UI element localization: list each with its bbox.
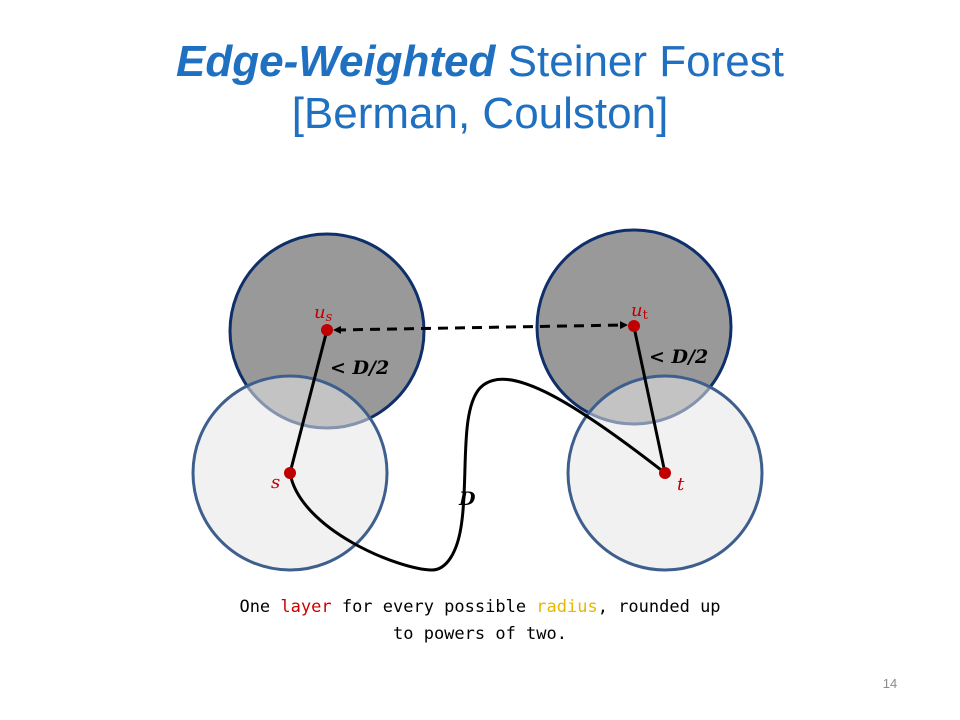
edge-t-ut [632,326,667,474]
label-u-s: us [314,302,333,325]
caption-part1: One [239,597,281,617]
path-s-t [288,377,666,572]
label-path-length: D [458,488,476,510]
caption-radius-word: radius [536,597,598,617]
label-left-radius: < D/2 [330,357,389,379]
caption-layer-word: layer [280,597,332,617]
title-citation: [Berman, Coulston] [291,89,669,138]
page-number: 14 [882,676,898,691]
label-t: t [677,474,685,495]
terminal-t [659,467,671,479]
title-emphasis: Edge-Weighted [176,37,496,86]
terminal-u-s [321,324,333,336]
label-s: s [271,472,280,493]
caption-part3: , rounded up [597,597,721,617]
slide-title: Edge-Weighted Steiner Forest [Berman, Co… [0,36,960,140]
label-u-t: ut [631,300,649,323]
caption-line2: to powers of two. [393,624,567,644]
caption-part2: for every possible [331,597,537,617]
terminal-u-t [628,320,640,332]
label-right-radius: < D/2 [649,346,708,368]
edge-s-us [288,329,329,474]
title-rest: Steiner Forest [495,37,784,86]
terminal-s [284,467,296,479]
caption: One layer for every possible radius, rou… [180,594,780,648]
dashed-arrow [333,321,628,334]
